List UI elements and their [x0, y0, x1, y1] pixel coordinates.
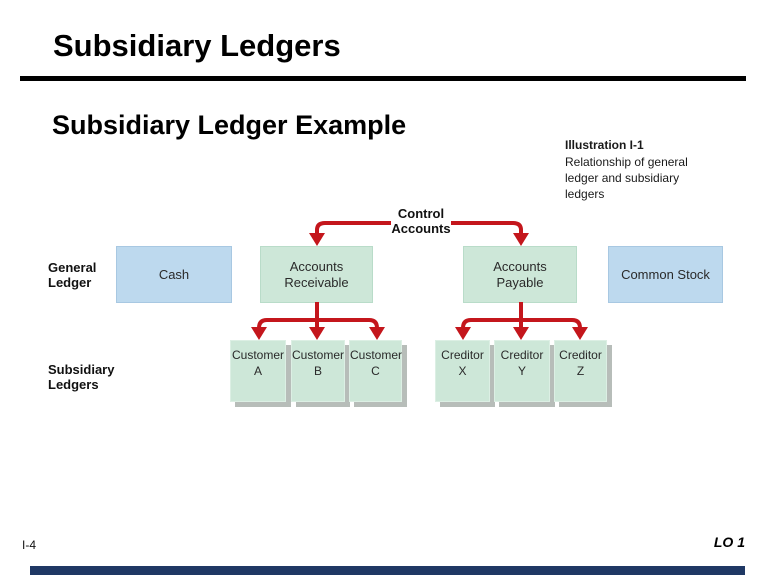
- accounts-receivable-box: Accounts Receivable: [260, 246, 373, 303]
- ap-fanout-branch: [461, 318, 582, 330]
- ar-arrowhead-b: [309, 327, 325, 340]
- control-arrowhead-left: [309, 233, 325, 246]
- control-arrow-left-line: [315, 221, 391, 234]
- customer-b-card: Customer B: [291, 340, 345, 402]
- slide-subtitle: Subsidiary Ledger Example: [52, 110, 407, 140]
- control-arrowhead-right: [513, 233, 529, 246]
- ar-arrowhead-a: [251, 327, 267, 340]
- page-number: I-4: [22, 538, 37, 552]
- general-ledger-row-label: General Ledger: [48, 260, 97, 290]
- creditor-z-card: Creditor Z: [554, 340, 607, 402]
- ap-arrowhead-z: [572, 327, 588, 340]
- illustration-caption-title: Illustration I-1: [565, 138, 644, 152]
- common-stock-box: Common Stock: [608, 246, 723, 303]
- accounts-payable-box: Accounts Payable: [463, 246, 577, 303]
- creditor-y-card: Creditor Y: [494, 340, 550, 402]
- illustration-caption: Illustration I-1 Relationship of general…: [565, 138, 715, 202]
- ar-arrowhead-c: [369, 327, 385, 340]
- illustration-caption-body: Relationship of general ledger and subsi…: [565, 155, 688, 201]
- slide-title: Subsidiary Ledgers: [53, 28, 341, 63]
- bottom-bar: [30, 566, 745, 575]
- learning-objective-tag: LO 1: [713, 534, 745, 550]
- accounts-receivable-box-label: Accounts Receivable: [284, 258, 349, 290]
- title-divider: [20, 76, 746, 81]
- ap-arrowhead-x: [455, 327, 471, 340]
- cash-box-label: Cash: [158, 266, 190, 282]
- subsidiary-ledgers-row-label: Subsidiary Ledgers: [48, 362, 115, 392]
- ap-arrowhead-y: [513, 327, 529, 340]
- cash-box: Cash: [116, 246, 232, 303]
- accounts-payable-box-label: Accounts Payable: [493, 258, 547, 290]
- customer-c-card: Customer C: [349, 340, 402, 402]
- control-accounts-label: Control Accounts: [391, 206, 451, 236]
- customer-a-card: Customer A: [230, 340, 286, 402]
- creditor-x-card: Creditor X: [435, 340, 490, 402]
- control-arrow-right-line: [451, 221, 523, 234]
- ar-fanout-branch: [257, 318, 379, 330]
- common-stock-box-label: Common Stock: [621, 266, 710, 282]
